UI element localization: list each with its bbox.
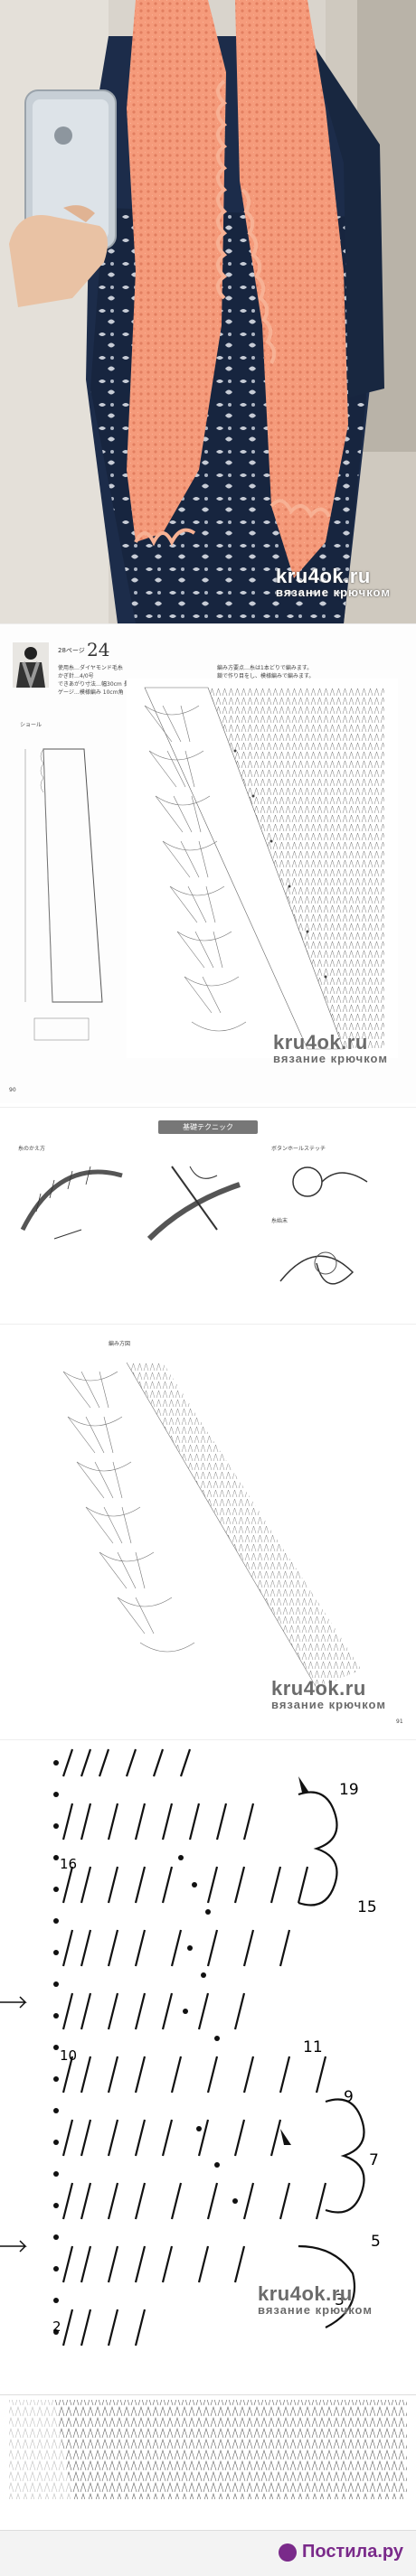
row-label-3: 3 [335, 2291, 345, 2309]
technique-right-label: ボタンホールステッチ [271, 1146, 326, 1152]
photo-watermark: kru4ok.ru вязание крючком [276, 565, 391, 599]
shawl-schematic [24, 748, 103, 1041]
closeup-symbols [0, 1748, 365, 2347]
row-label-5: 5 [371, 2233, 381, 2251]
finishing-illustration [279, 1251, 355, 1285]
crochet-chart [127, 679, 398, 1058]
pattern-page: 28ページ 24 使用糸…ダイヤモンド毛糸 かぎ針…4/0号 できあがり寸法…幅… [0, 623, 416, 1103]
needle-label: かぎ針…4/0号 [58, 673, 94, 679]
shawl-photo [0, 0, 416, 623]
technique-right-label-2: 糸始末 [271, 1218, 288, 1224]
row-label-9: 9 [344, 2088, 354, 2106]
buttonhole-stitch-illustration [292, 1166, 368, 1197]
gauge-label: ゲージ…模様編み 10cm角 [58, 689, 124, 696]
row-label-16: 16 [60, 1856, 78, 1872]
closeup-watermark: kru4ok.ru вязание крючком [258, 2282, 373, 2317]
diagram-chart [62, 1362, 362, 1689]
row-label-11: 11 [303, 2038, 323, 2056]
technique-page: 基礎テクニック 糸のかえ方 ボタンホールステッチ 糸始末 [0, 1107, 416, 1320]
diagram-page-title: 編み方図 [109, 1341, 131, 1347]
photo-section: kru4ok.ru вязание крючком [0, 0, 416, 623]
note-1: 編み方要点…糸は1本どりで編みます。 [217, 665, 313, 671]
yarn-label: 使用糸…ダイヤモンド毛糸 [58, 665, 123, 671]
bottom-chart-strip [0, 2394, 416, 2531]
size-label: できあがり寸法…幅30cm 長さ140cm [58, 681, 154, 688]
note-2: 鎖で作り目をし、模様編みで編みます。 [217, 673, 315, 679]
diagram-title: ショール [20, 722, 43, 728]
bottom-chart-symbols [9, 2400, 407, 2499]
page-ref: 28ページ 24 [58, 639, 110, 660]
footer-logo[interactable]: Постила.ру [278, 2542, 403, 2562]
page-number: 90 [9, 1087, 16, 1093]
row-label-7: 7 [369, 2151, 379, 2169]
row-label-10: 10 [60, 2047, 78, 2064]
closeup-chart: 19 15 11 9 7 5 3 2 16 10 kru4ok.ru вязан… [0, 1739, 416, 2391]
diagram-watermark: kru4ok.ru вязание крючком [271, 1677, 386, 1711]
technique-left-label: 糸のかえ方 [18, 1146, 46, 1152]
row-label-15: 15 [357, 1898, 377, 1916]
row-label-19: 19 [339, 1781, 359, 1799]
diagram-page: 編み方図 kru4ok.ru вязание крючком 91 [0, 1324, 416, 1736]
technique-heading: 基礎テクニック [158, 1120, 258, 1134]
pattern-watermark: kru4ok.ru вязание крючком [273, 1031, 388, 1065]
pin-icon [278, 2543, 297, 2562]
model-thumbnail [13, 642, 49, 688]
footer-brand: Постила.ру [301, 2542, 403, 2562]
footer: Постила.ру [0, 2530, 416, 2576]
diagram-page-number: 91 [396, 1719, 403, 1725]
hook-illustration [147, 1166, 241, 1241]
yarn-change-illustration [20, 1166, 123, 1240]
row-label-2: 2 [52, 2318, 61, 2335]
pattern-number: 24 [87, 639, 110, 660]
